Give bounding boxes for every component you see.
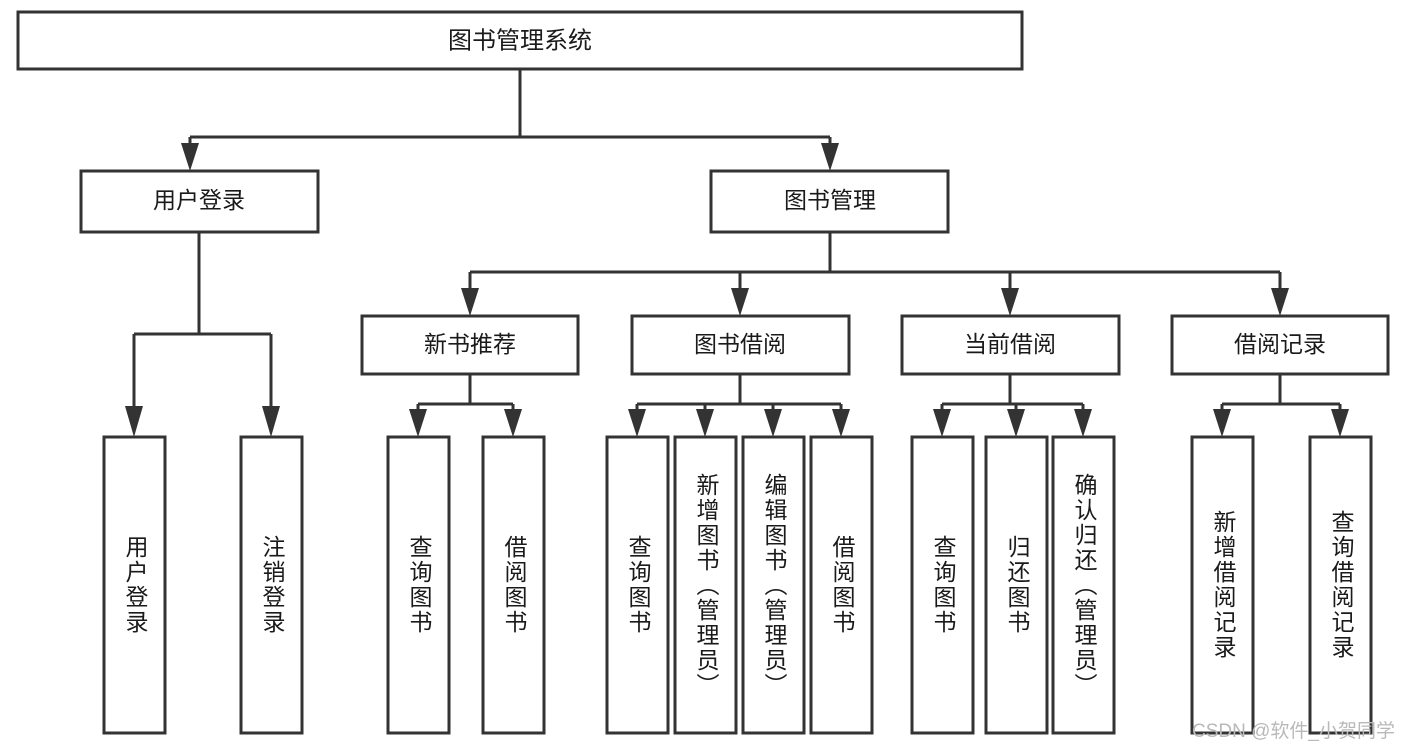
node-new-book-recommend[interactable]: 新书推荐 <box>360 314 580 376</box>
connector-group-current-to-leaves <box>933 374 1092 437</box>
connector-group-root-to-level1 <box>181 69 839 171</box>
node-book-management-box[interactable] <box>709 169 950 234</box>
node-leaf-borrow-book-rec-box[interactable] <box>481 435 546 735</box>
arrow-head-icon <box>262 406 280 437</box>
node-book-borrow-box[interactable] <box>630 314 851 376</box>
arrow-head-icon <box>821 143 839 171</box>
arrow-head-icon <box>1213 409 1231 437</box>
node-leaf-query-book-current-box[interactable] <box>910 435 975 735</box>
connector-group-borrow-to-leaves <box>628 374 850 437</box>
node-root-label: 图书管理系统 <box>448 27 592 54</box>
node-root-box[interactable] <box>16 10 1024 71</box>
node-current-borrow[interactable]: 当前借阅 <box>900 314 1121 376</box>
arrow-head-icon <box>933 409 951 437</box>
arrow-head-icon <box>731 288 749 316</box>
node-leaf-edit-book-admin-box[interactable] <box>741 435 806 735</box>
arrow-head-icon <box>1074 409 1092 437</box>
node-book-borrow-label: 图书借阅 <box>694 331 786 357</box>
arrow-head-icon <box>832 409 850 437</box>
connector-group-record-to-leaves <box>1213 374 1349 437</box>
node-book-management[interactable]: 图书管理 <box>709 169 950 234</box>
node-user-login-label: 用户登录 <box>153 187 245 213</box>
arrow-head-icon <box>1331 409 1349 437</box>
node-new-book-recommend-box[interactable] <box>360 314 580 376</box>
node-new-book-recommend-label: 新书推荐 <box>424 331 516 357</box>
node-current-borrow-label: 当前借阅 <box>964 331 1056 357</box>
arrow-head-icon <box>181 143 199 171</box>
node-borrow-record-box[interactable] <box>1170 314 1390 376</box>
connector-group-book-management-to-level2 <box>461 232 1289 316</box>
node-current-borrow-box[interactable] <box>900 314 1121 376</box>
node-leaf-confirm-return-admin-box[interactable] <box>1051 435 1116 735</box>
node-borrow-record[interactable]: 借阅记录 <box>1170 314 1390 376</box>
node-leaf-add-borrow-record-box[interactable] <box>1190 435 1255 735</box>
node-leaf-user-login-box[interactable] <box>102 435 167 735</box>
node-leaf-return-book-box[interactable] <box>984 435 1049 735</box>
connector-group-recommend-to-leaves <box>409 374 522 437</box>
node-leaf-logout-login-box[interactable] <box>239 435 304 735</box>
arrow-head-icon <box>764 409 782 437</box>
arrow-head-icon <box>628 409 646 437</box>
node-borrow-record-label: 借阅记录 <box>1234 331 1326 357</box>
arrow-head-icon <box>1001 288 1019 316</box>
node-leaf-query-borrow-record-box[interactable] <box>1308 435 1373 735</box>
arrow-head-icon <box>1271 288 1289 316</box>
node-book-borrow[interactable]: 图书借阅 <box>630 314 851 376</box>
arrow-head-icon <box>409 409 427 437</box>
node-user-login[interactable]: 用户登录 <box>79 169 320 234</box>
node-user-login-box[interactable] <box>79 169 320 234</box>
arrow-head-icon <box>504 409 522 437</box>
node-leaf-add-book-admin-box[interactable] <box>673 435 738 735</box>
connector-group-user-login-to-leaves <box>125 232 280 437</box>
csdn-watermark: CSDN @软件_小贺同学 <box>1192 721 1395 742</box>
arrow-head-icon <box>461 288 479 316</box>
node-leaf-query-book-rec-box[interactable] <box>386 435 451 735</box>
node-leaf-borrow-book-box[interactable] <box>809 435 874 735</box>
arrow-head-icon <box>696 409 714 437</box>
arrow-head-icon <box>1007 409 1025 437</box>
node-book-management-label: 图书管理 <box>784 187 876 213</box>
node-leaf-query-book-borrow-box[interactable] <box>605 435 670 735</box>
arrow-head-icon <box>125 406 143 437</box>
node-root[interactable]: 图书管理系统 <box>16 10 1024 71</box>
